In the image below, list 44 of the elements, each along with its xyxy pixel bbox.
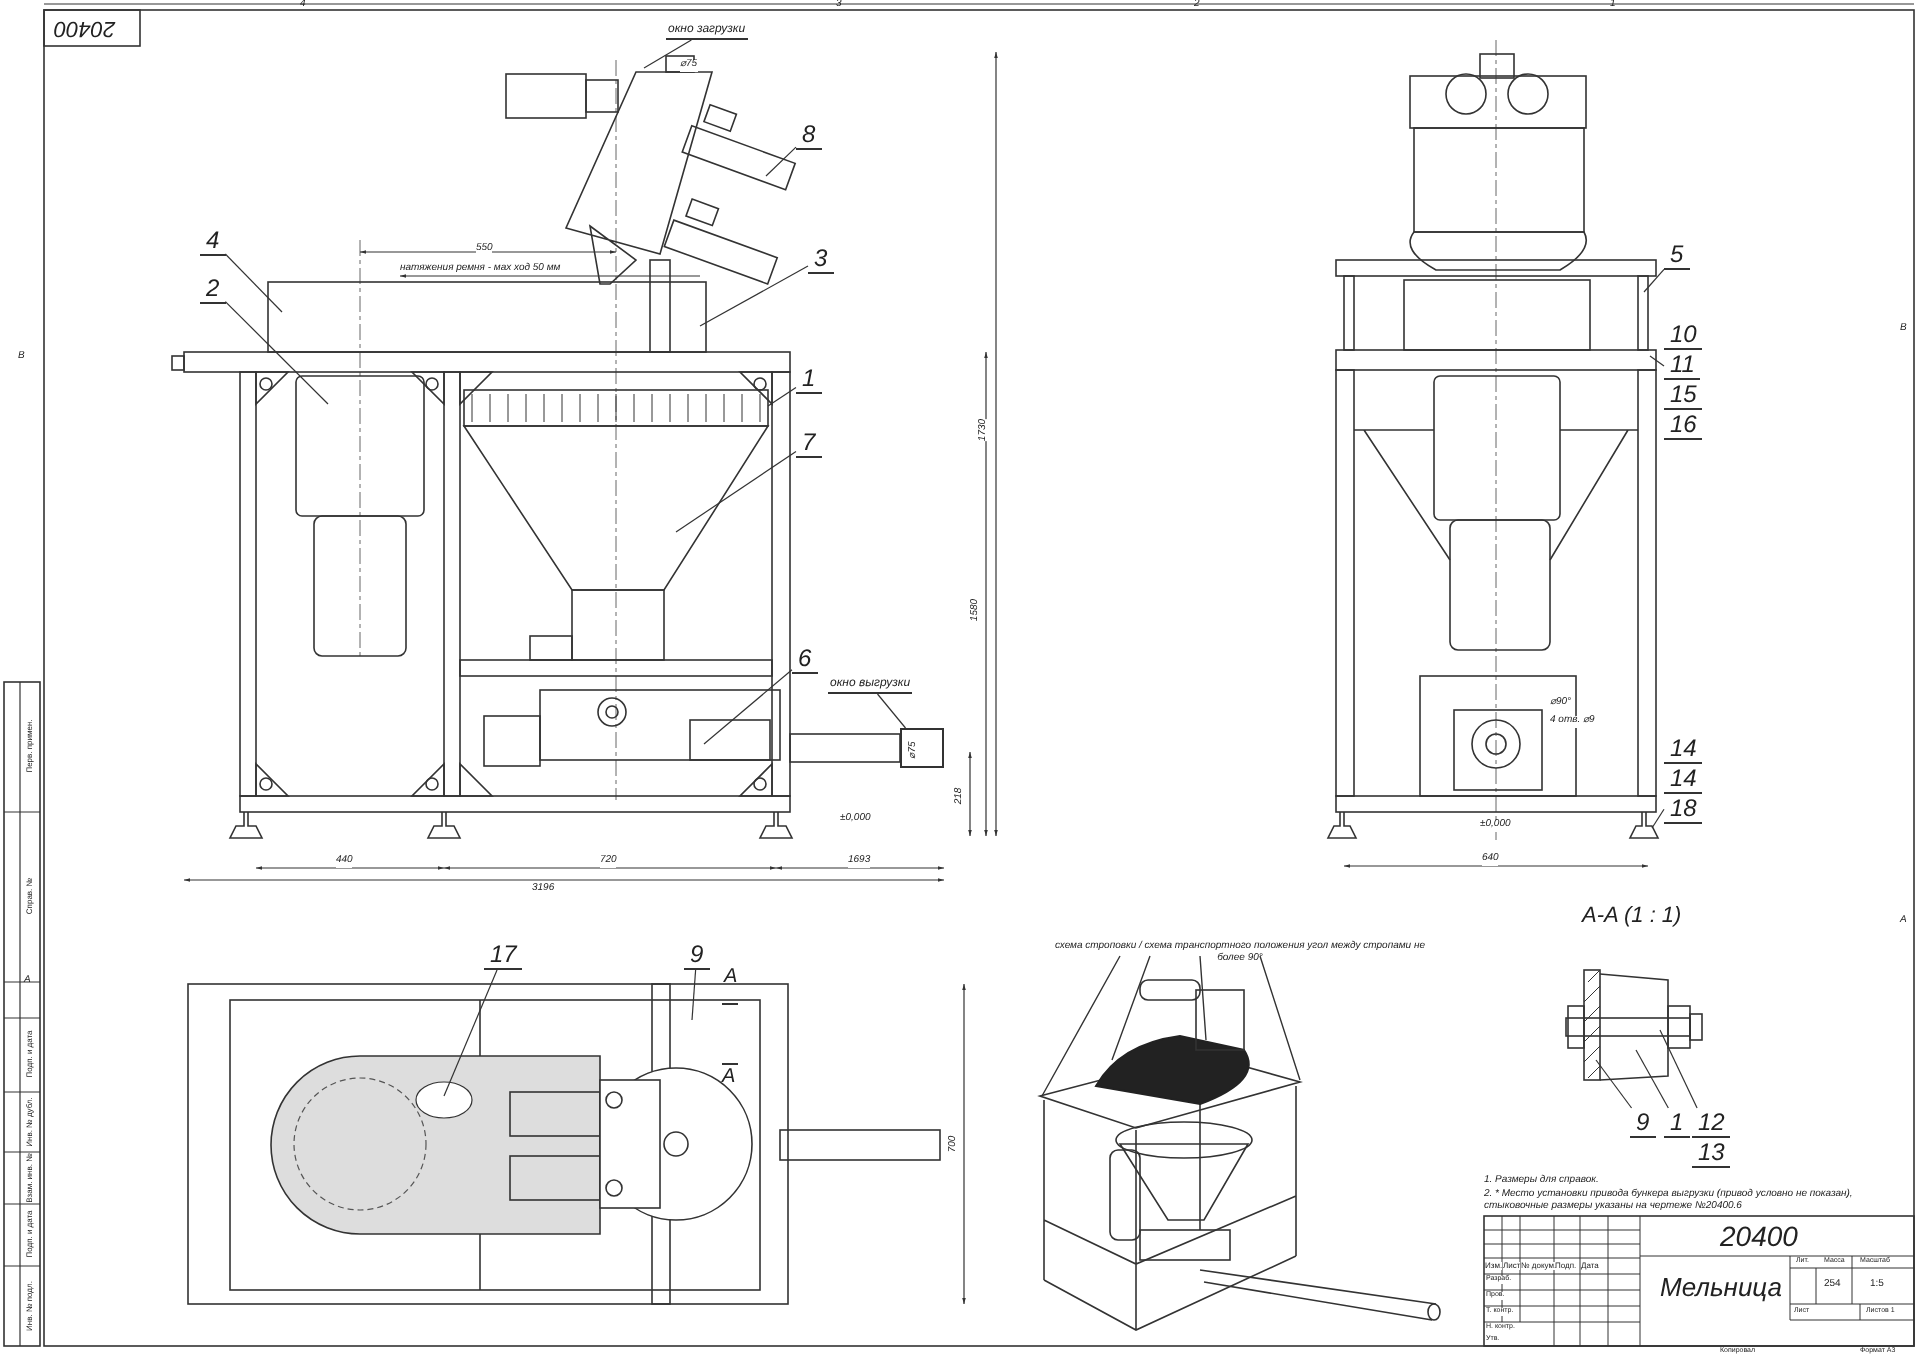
leader-line [224,301,329,405]
leader-line [643,39,692,69]
leader-line [876,693,907,729]
callout-number: 16 [1664,410,1703,440]
callout-number: 3 [808,244,834,274]
callout-number: 6 [792,644,818,674]
leader-line [699,265,809,327]
callout-number: 17 [484,940,523,970]
callout-number: 15 [1664,380,1703,410]
callout-number: 8 [796,120,822,150]
callout-number: 14 [1664,734,1703,764]
leader-line [1651,808,1665,829]
leader-line [1649,355,1665,367]
section-marker: A [722,1066,736,1088]
leader-line [1643,268,1665,293]
leader-line [224,253,283,313]
callout-number: 7 [796,428,822,458]
callout-number: 1 [1664,1108,1690,1138]
view-title: A-A (1 : 1) [1582,904,1682,929]
callout-number: 14 [1664,764,1703,794]
callout-number: 18 [1664,794,1703,824]
callout-number: 5 [1664,240,1690,270]
leader-line [765,146,797,177]
drawing-number: 20400 [54,16,116,41]
outlet-flange [900,728,944,768]
leader-line [1659,1029,1698,1109]
leader-line [443,969,498,1097]
section-marker: A [724,966,738,988]
callout-number: 9 [1630,1108,1656,1138]
leader-line [1595,1059,1633,1109]
leader-line [767,386,797,407]
leader-line [675,450,797,533]
callout-number: 11 [1664,350,1701,380]
drawing-number: 20400 [1720,1222,1798,1253]
callout-number: 12 [1692,1108,1731,1138]
callout-number: 4 [200,226,226,256]
callout-number: 9 [684,940,710,970]
callout-number: 10 [1664,320,1703,350]
callout-number: 13 [1692,1138,1731,1168]
drawing-title: Мельница [1660,1274,1782,1303]
callout-number: 1 [796,364,822,394]
callout-number: 2 [200,274,226,304]
leader-line [691,969,697,1021]
leader-line [1635,1049,1669,1109]
